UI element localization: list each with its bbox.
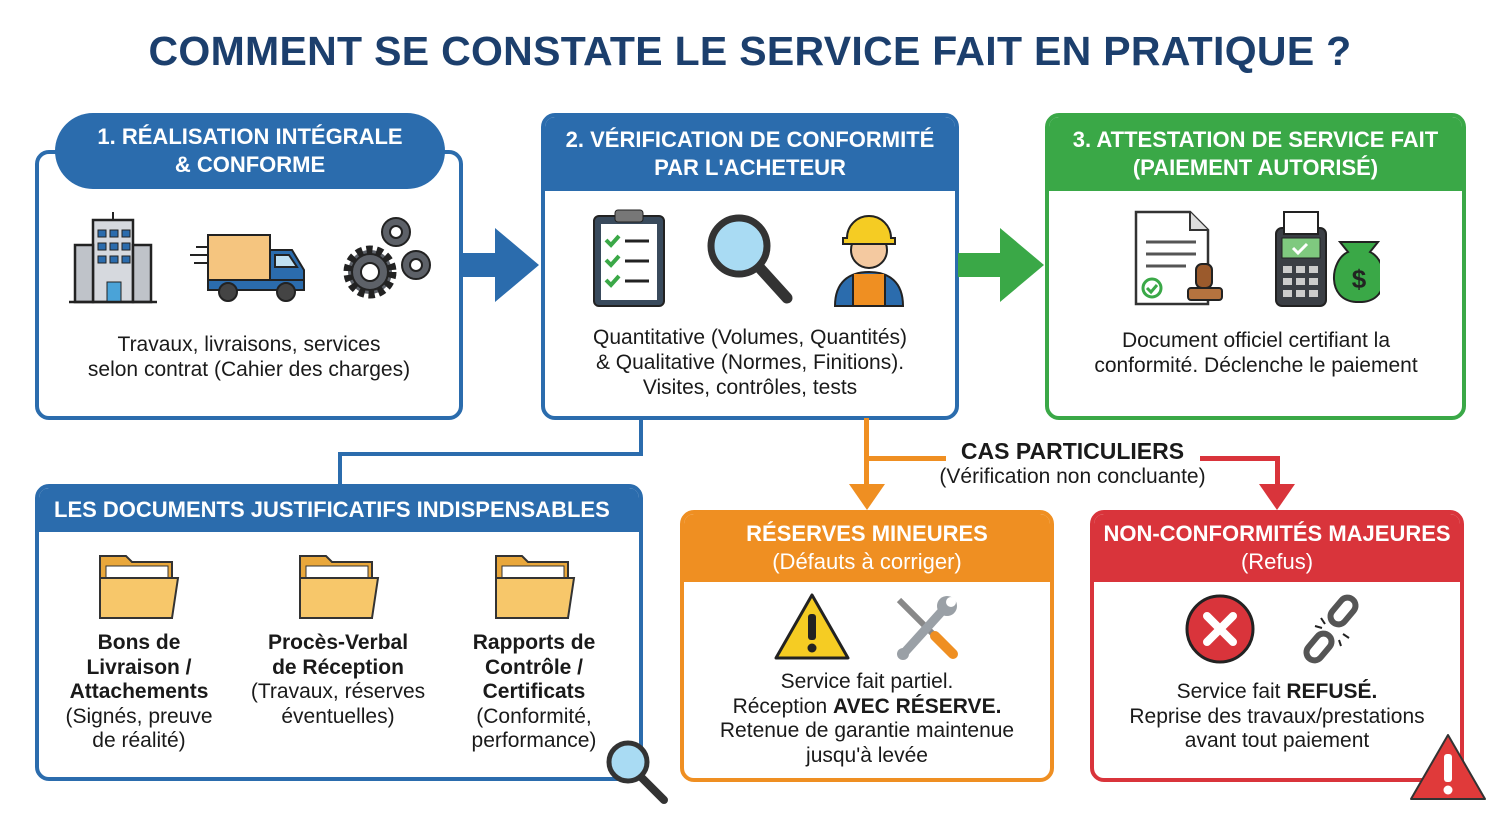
doc-title-line: Livraison / — [86, 655, 192, 679]
red-connector — [1275, 456, 1280, 490]
certificate-icon — [1134, 210, 1223, 306]
step-2-header-line1: 2. VÉRIFICATION DE CONFORMITÉ — [565, 127, 935, 152]
doc-desc-line: éventuelles) — [281, 704, 395, 728]
major-icons — [1100, 592, 1454, 666]
step-1-text-line2: selon contrat (Cahier des charges) — [87, 358, 411, 381]
minor-reserves-box: RÉSERVES MINEURES (Défauts à corriger) — [680, 510, 1054, 782]
tools-icon — [896, 596, 958, 660]
orange-connector — [864, 418, 869, 490]
major-text-line2: Reprise des travaux/prestations — [1129, 704, 1425, 728]
major-header-line1: NON-CONFORMITÉS MAJEURES — [1103, 521, 1451, 546]
doc-desc-line: (Conformité, — [476, 704, 592, 728]
svg-text:$: $ — [1352, 264, 1367, 294]
truck-icon — [189, 234, 305, 302]
checklist-icon — [592, 209, 665, 307]
building-icon — [68, 212, 157, 304]
step-2-header-line2: PAR L'ACHETEUR — [654, 155, 846, 180]
documents-header: LES DOCUMENTS JUSTIFICATIFS INDISPENSABL… — [39, 488, 639, 532]
step-2-icons — [555, 208, 945, 308]
step-3-box: 3. ATTESTATION DE SERVICE FAIT (PAIEMENT… — [1045, 113, 1466, 420]
orange-connector — [864, 456, 946, 461]
arrow-right-icon — [463, 228, 539, 302]
step-3-text-line1: Document officiel certifiant la — [1121, 329, 1391, 352]
doc-desc-line: performance) — [471, 729, 597, 752]
doc-title-line: Contrôle / — [485, 655, 583, 679]
connector-line — [639, 418, 643, 456]
connector-line — [338, 452, 342, 486]
doc-title-line: de Réception — [272, 655, 404, 679]
minor-text-line3: Retenue de garantie maintenue — [719, 719, 1015, 742]
special-cases-subtitle: (Vérification non concluante) — [939, 465, 1206, 488]
documents-box: LES DOCUMENTS JUSTIFICATIFS INDISPENSABL… — [35, 484, 643, 781]
major-text-line3: avant tout paiement — [1184, 729, 1370, 752]
step-1-text-line1: Travaux, livraisons, services — [117, 333, 381, 356]
document-item-reports: Rapports de Contrôle / Certificats (Conf… — [449, 631, 619, 754]
doc-title-line: Rapports de — [472, 631, 596, 654]
step-3-text: Document officiel certifiant la conformi… — [1050, 328, 1462, 378]
minor-text-line2: Réception — [732, 694, 833, 718]
worker-icon — [833, 215, 904, 307]
step-2-header: 2. VÉRIFICATION DE CONFORMITÉ PAR L'ACHE… — [545, 117, 955, 191]
document-item-delivery: Bons de Livraison / Attachements (Signés… — [54, 631, 224, 754]
folder-icon — [495, 555, 576, 619]
major-nonconformities-box: NON-CONFORMITÉS MAJEURES (Refus) — [1090, 510, 1464, 782]
minor-text: Service fait partiel. Réception AVEC RÉS… — [685, 670, 1049, 768]
step-1-text: Travaux, livraisons, services selon cont… — [40, 332, 458, 382]
arrow-down-icon — [849, 484, 885, 510]
special-cases-label: CAS PARTICULIERS (Vérification non concl… — [920, 438, 1225, 489]
major-header-line2: (Refus) — [1240, 549, 1314, 574]
step-3-header-line2: (PAIEMENT AUTORISÉ) — [1132, 155, 1379, 180]
folder-icon — [299, 555, 380, 619]
arrow-down-icon — [1259, 484, 1295, 510]
doc-title-line: Procès-Verbal — [267, 631, 409, 654]
connector-line — [338, 452, 643, 456]
step-2-text-line1: Quantitative (Volumes, Quantités) — [593, 326, 907, 349]
major-text-line1-bold: REFUSÉ. — [1286, 680, 1378, 703]
minor-text-line2-bold: AVEC RÉSERVE. — [832, 694, 1002, 718]
minor-text-line1: Service fait partiel. — [780, 670, 954, 693]
step-2-text-line3: Visites, contrôles, tests — [642, 376, 858, 399]
step-2-text-line2: & Qualitative (Normes, Finitions). — [595, 351, 905, 374]
warning-icon — [774, 593, 850, 660]
gears-icon — [343, 217, 431, 299]
arrow-right-icon — [958, 228, 1044, 302]
doc-title-line: Bons de — [97, 631, 181, 654]
step-3-header-line1: 3. ATTESTATION DE SERVICE FAIT — [1072, 127, 1439, 152]
magnifier-icon — [707, 214, 792, 304]
doc-desc-line: (Signés, preuve — [65, 704, 213, 728]
step-3-icons: $ — [1060, 208, 1450, 308]
major-header: NON-CONFORMITÉS MAJEURES (Refus) — [1094, 514, 1460, 582]
minor-text-line4: jusqu'à levée — [806, 743, 928, 767]
major-text-line1: Service fait — [1176, 680, 1287, 703]
minor-header-line2: (Défauts à corriger) — [772, 549, 962, 574]
special-cases-title: CAS PARTICULIERS — [960, 438, 1185, 464]
minor-header-line1: RÉSERVES MINEURES — [746, 521, 988, 546]
document-item-reception: Procès-Verbal de Réception (Travaux, rés… — [248, 631, 428, 729]
step-1-header: 1. RÉALISATION INTÉGRALE & CONFORME — [55, 113, 445, 189]
minor-icons — [690, 592, 1044, 662]
step-1-icons — [60, 210, 440, 305]
magnifier-icon — [606, 740, 668, 804]
step-3-text-line2: conformité. Déclenche le paiement — [1094, 354, 1418, 377]
step-3-header: 3. ATTESTATION DE SERVICE FAIT (PAIEMENT… — [1049, 117, 1462, 191]
step-1-header-line2: & CONFORME — [174, 152, 326, 177]
doc-desc-line: de réalité) — [92, 729, 186, 752]
red-connector — [1200, 456, 1280, 461]
folder-icon — [99, 555, 180, 619]
doc-title-line: Certificats — [482, 680, 586, 703]
page-title: COMMENT SE CONSTATE LE SERVICE FAIT EN P… — [148, 28, 1352, 74]
alert-triangle-icon — [1410, 734, 1486, 800]
step-1-header-line1: 1. RÉALISATION INTÉGRALE — [97, 124, 403, 149]
payment-terminal-icon: $ — [1275, 211, 1380, 307]
broken-chain-icon — [1303, 594, 1359, 664]
step-2-text: Quantitative (Volumes, Quantités) & Qual… — [545, 325, 955, 400]
doc-title-line: Attachements — [69, 680, 209, 703]
doc-desc-line: (Travaux, réserves — [250, 680, 426, 703]
refused-x-icon — [1185, 594, 1255, 664]
minor-header: RÉSERVES MINEURES (Défauts à corriger) — [684, 514, 1050, 582]
major-text: Service fait REFUSÉ. Reprise des travaux… — [1095, 680, 1459, 754]
